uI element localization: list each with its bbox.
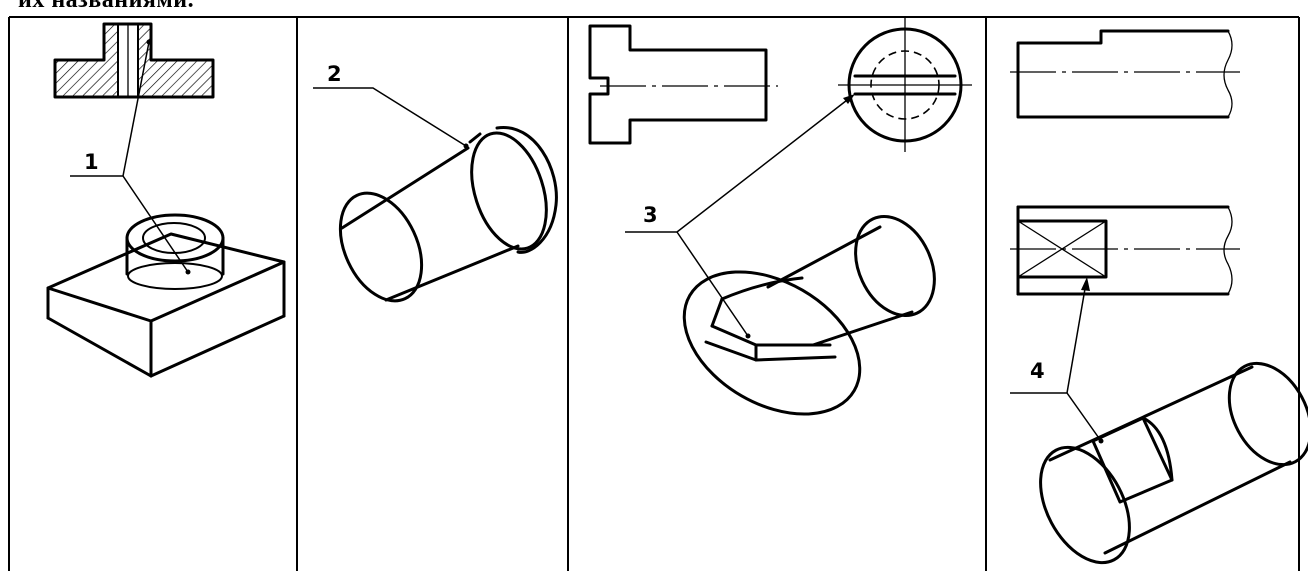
caption-text: их названиями. <box>18 0 195 13</box>
label-2: 2 <box>327 62 342 86</box>
leader-2 <box>313 87 469 149</box>
collar-cylinder <box>338 146 520 303</box>
leader-4 <box>1010 277 1104 444</box>
slot-isometric-view <box>682 214 936 416</box>
leader-1 <box>70 39 191 275</box>
flat-top-view <box>1010 29 1240 119</box>
diagram-frame <box>8 16 1300 571</box>
panel-2-collar: 2 <box>313 62 558 303</box>
panel-3-slot: 3 <box>588 18 972 416</box>
boss-section-view <box>53 22 215 99</box>
collar-flange <box>468 126 558 254</box>
flat-section-view <box>1010 205 1240 296</box>
boss-isometric-view <box>46 213 286 378</box>
panel-4-flat: 4 <box>1010 29 1308 565</box>
panel-1-boss: 1 <box>46 22 286 378</box>
label-4: 4 <box>1030 359 1045 383</box>
leader-3 <box>625 94 855 339</box>
slot-end-view <box>838 18 972 152</box>
flat-isometric-view <box>1039 361 1308 565</box>
label-1: 1 <box>84 150 99 174</box>
slot-front-view <box>588 24 778 145</box>
label-3: 3 <box>643 203 658 227</box>
